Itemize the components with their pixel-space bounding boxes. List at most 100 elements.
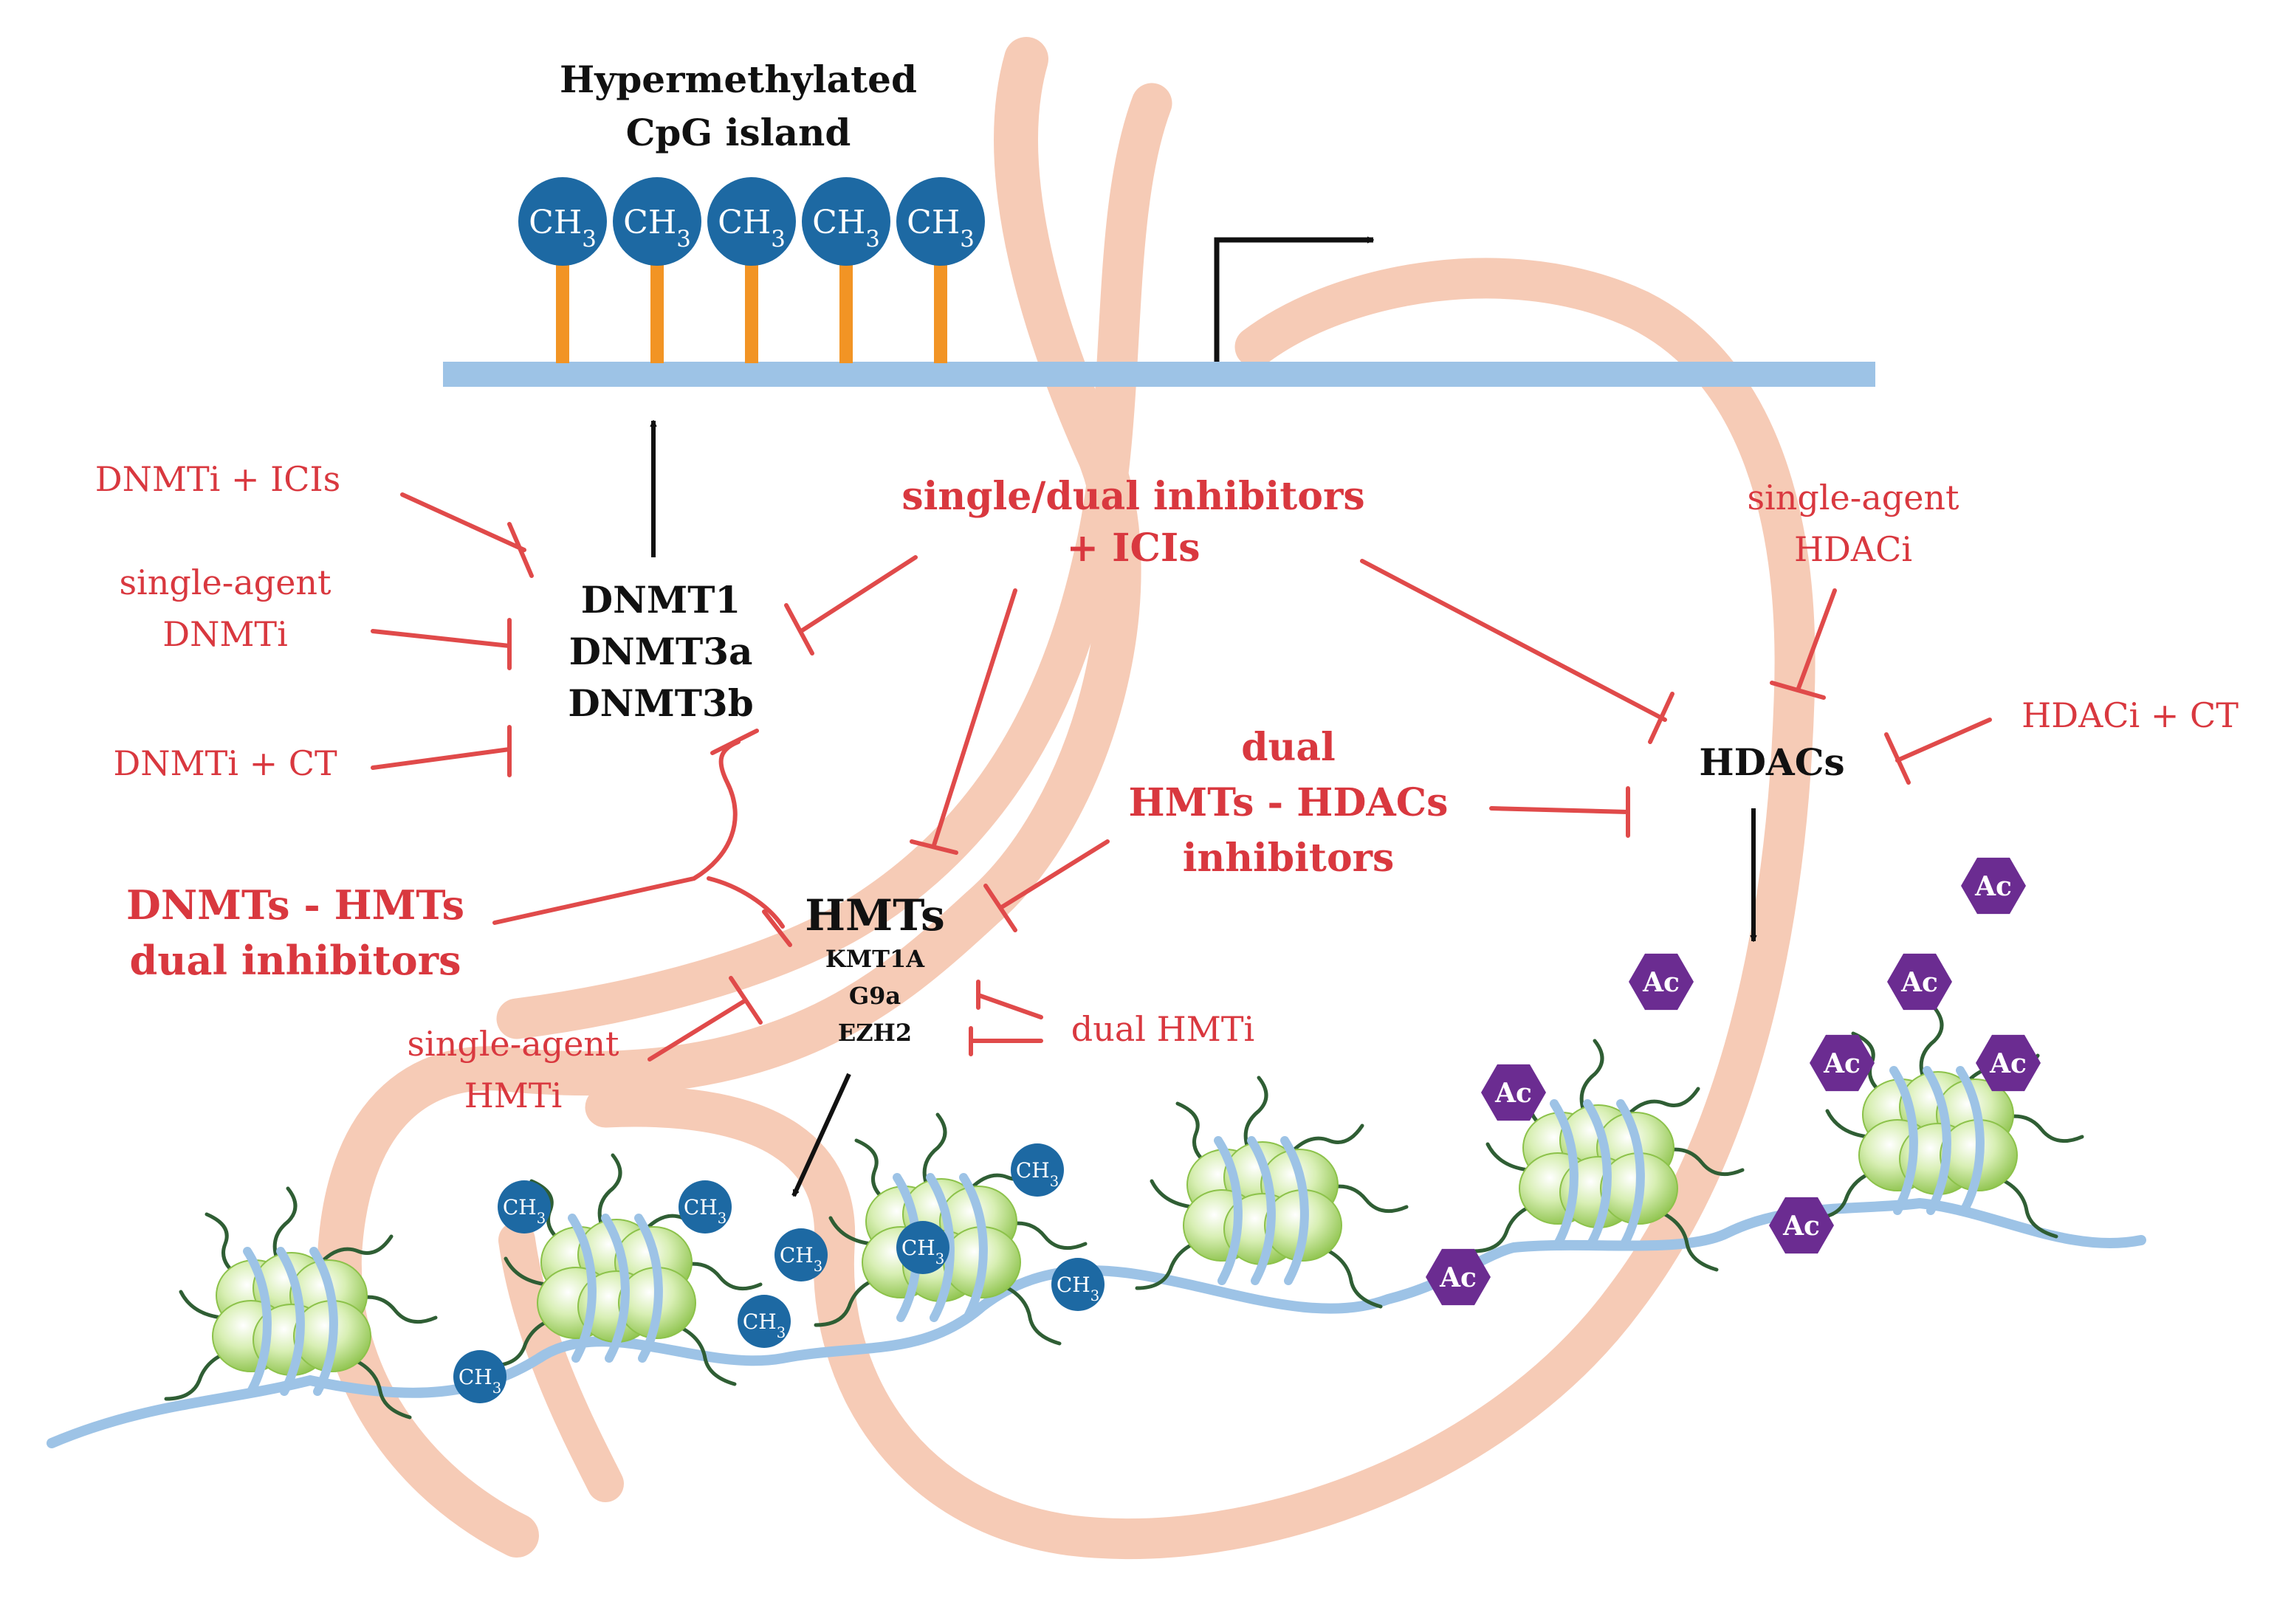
acetyl-label: Ac (1642, 967, 1680, 998)
histone-tail (998, 1282, 1062, 1346)
methyl-circle (613, 177, 701, 266)
label-single-hdaci-line2: HDACi (1794, 529, 1912, 569)
histone-tail (348, 1356, 412, 1420)
enzyme-labels: DNMT1 DNMT3a DNMT3b HMTs KMT1A G9a EZH2 … (568, 578, 1844, 1047)
label-dnmt-hmt-dual-line2: dual inhibitors (130, 937, 461, 984)
histone-tail (1999, 1114, 2084, 1143)
histone-tail (272, 1186, 298, 1261)
cpg-title-line1: Hypermethylated (560, 58, 917, 101)
dnmt1-label: DNMT1 (581, 578, 741, 622)
hmts-label: HMTs (805, 890, 945, 940)
chromatin-methyl-mark: CH3 (774, 1228, 828, 1281)
dna-wrap (276, 1247, 305, 1396)
inhibit-dual-to-dnmt (784, 555, 918, 656)
acetyl-hexagon (1481, 1064, 1546, 1121)
histone-tail (319, 1234, 394, 1265)
acetyl-hexagon (1810, 1034, 1875, 1092)
histone-tail (828, 1216, 873, 1246)
dna-wrap (1214, 1136, 1243, 1285)
dna-wrap (926, 1173, 955, 1322)
acetyl-hexagon (1426, 1248, 1491, 1306)
inhibit-dual-hmt-hdac-to-hmt (983, 839, 1110, 932)
label-dnmti-ici: DNMTi + ICIs (95, 459, 341, 499)
dnmt3b-label: DNMT3b (568, 681, 753, 725)
histone-tail (1995, 1175, 2058, 1239)
methyl-circle (1011, 1143, 1064, 1197)
label-single-hdaci-line1: single-agent (1747, 478, 1959, 517)
ezh2-label: EZH2 (838, 1019, 912, 1047)
histone-tail (1243, 1076, 1268, 1150)
acetyl-label: Ac (1823, 1048, 1861, 1079)
acetyl-label: Ac (1782, 1211, 1820, 1242)
label-dual-hmti: dual HMTi (1071, 1009, 1254, 1049)
label-single-hmti-line2: HMTi (464, 1076, 563, 1115)
chromatin-methyl-mark: CH3 (498, 1180, 551, 1234)
histone-tail (597, 1153, 622, 1228)
dna-wrap (1923, 1066, 1951, 1215)
label-single-dual-line2: + ICIs (1067, 526, 1200, 571)
inhibit-dual-hmt-hdac-to-hdac (1489, 786, 1630, 838)
methyl-stem (556, 251, 569, 363)
label-hdaci-ct: HDACi + CT (2021, 695, 2239, 735)
acetyl-mark: Ac (1961, 857, 2026, 915)
methyl-circle (498, 1180, 551, 1234)
acetyl-label: Ac (1439, 1262, 1477, 1293)
acetyl-mark: Ac (1426, 1248, 1491, 1306)
methyl-circle (707, 177, 796, 266)
acetyl-hexagon (1887, 953, 1952, 1011)
label-single-dnmti-line2: DNMTi (162, 614, 288, 654)
methyl-circle (896, 177, 985, 266)
inhibit-dnmt-hmt-dual (492, 729, 792, 947)
label-dnmti-ct: DNMTi + CT (113, 743, 337, 783)
acetyl-mark: Ac (1810, 1034, 1875, 1092)
dna-wrap (1956, 1066, 1985, 1215)
histone-tail (1919, 1005, 1944, 1080)
label-dual-hmt-hdac-line2: HMTs - HDACs (1129, 780, 1449, 825)
methyl-stem (839, 251, 853, 363)
inhibition-lines (371, 492, 1992, 1062)
histone-tail (504, 1256, 549, 1287)
histone-tail (673, 1323, 737, 1386)
inhibit-dnmti-ici (400, 492, 534, 578)
cpg-methyl-group: CH3 (613, 177, 701, 363)
chromatin-methyl-mark: CH3 (679, 1180, 732, 1234)
histone-tail (1290, 1124, 1364, 1154)
methyl-stem (745, 251, 758, 363)
label-dual-hmt-hdac-line3: inhibitors (1183, 836, 1395, 881)
dna-wrap (1583, 1099, 1612, 1248)
acetyl-label: Ac (1494, 1078, 1532, 1109)
histone-tail (352, 1295, 438, 1324)
acetyl-hexagon (1629, 953, 1694, 1011)
acetyl-mark: Ac (1976, 1034, 2041, 1092)
acetyl-hexagon (1961, 857, 2026, 915)
acetyl-mark: Ac (1629, 953, 1694, 1011)
dna-wrap (634, 1214, 663, 1363)
g9a-label: G9a (849, 982, 901, 1010)
histone-tail (179, 1290, 224, 1320)
cpg-methyl-group: CH3 (518, 177, 607, 363)
hdacs-label: HDACs (1699, 740, 1844, 784)
chromatin-methyl-mark: CH3 (1051, 1258, 1105, 1311)
histone-tail (677, 1262, 763, 1291)
enzyme-action-arrows (653, 421, 1753, 1196)
histone-tail (1579, 1039, 1604, 1113)
histone-tail (1002, 1221, 1088, 1250)
inhibit-single-hmti (647, 976, 763, 1062)
dna-wrap (1616, 1099, 1645, 1248)
dnmt3a-label: DNMT3a (569, 630, 753, 673)
acetyl-hexagon (1976, 1034, 2041, 1092)
acetyl-mark: Ac (1887, 953, 1952, 1011)
methyl-circle (679, 1180, 732, 1234)
inhibit-dual-to-hdac (1360, 559, 1674, 744)
inhibit-hdaci-ct (1884, 718, 1992, 785)
label-single-dual-line1: single/dual inhibitors (901, 474, 1364, 519)
histone-tail (1485, 1142, 1531, 1172)
chromatin-methyl-mark: CH3 (896, 1221, 949, 1274)
histone-tail (1659, 1147, 1745, 1177)
histone-tail (1150, 1179, 1195, 1209)
cpg-title-line2: CpG island (626, 111, 851, 154)
methyl-circle (774, 1228, 828, 1281)
chromatin-methyl-mark: CH3 (453, 1350, 506, 1403)
